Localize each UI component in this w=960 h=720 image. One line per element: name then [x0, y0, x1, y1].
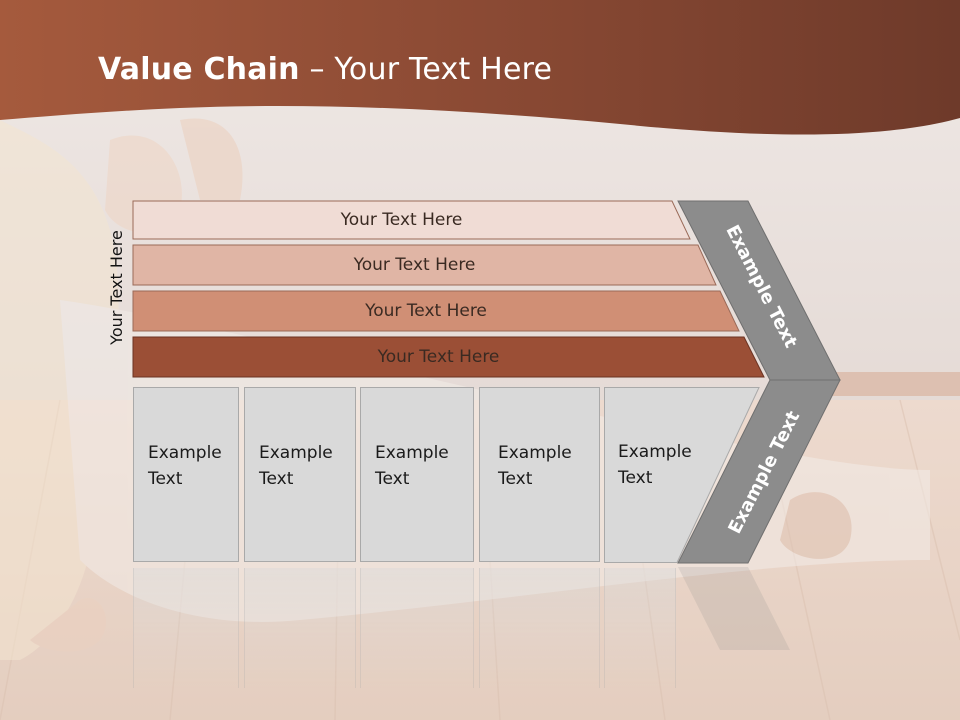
box-3-reflection — [360, 568, 474, 688]
box-2-line1: Example — [259, 443, 333, 463]
box-4: Example Text — [479, 387, 600, 562]
title-bold: Value Chain — [98, 52, 300, 87]
bar-shape-2 — [132, 244, 717, 286]
bar-shape-1 — [132, 200, 691, 240]
box-1-line2: Text — [148, 469, 183, 489]
header-band — [0, 0, 960, 135]
box-1-line1: Example — [148, 443, 222, 463]
box-3-line1: Example — [375, 443, 449, 463]
bar-2-label: Your Text Here — [353, 255, 476, 275]
chevron-reflection — [678, 567, 790, 650]
slide-title: Value Chain – Your Text Here — [98, 52, 552, 87]
deck-rail — [820, 372, 960, 396]
box-2-reflection — [244, 568, 356, 688]
bar-shape-4 — [132, 336, 765, 378]
box-3: Example Text — [360, 387, 474, 562]
title-rest: – Your Text Here — [299, 52, 553, 87]
bar-3-label: Your Text Here — [365, 301, 487, 321]
box-2: Example Text — [244, 387, 356, 562]
box-4-line2: Text — [498, 469, 533, 489]
box-4-line1: Example — [498, 443, 572, 463]
box-1: Example Text — [133, 387, 239, 562]
chevron-lower — [677, 379, 841, 564]
bar-3: Your Text Here — [133, 292, 739, 330]
bar-4: Your Text Here — [133, 338, 764, 376]
box-5-reflection — [604, 568, 676, 688]
bar-shape-3 — [132, 290, 740, 332]
bar-4-label: Your Text Here — [377, 347, 500, 367]
bar-2: Your Text Here — [133, 246, 716, 284]
box-3-line2: Text — [375, 469, 410, 489]
bar-1-label: Your Text Here — [340, 210, 463, 230]
box-2-line2: Text — [259, 469, 294, 489]
box-5-line2: Text — [618, 468, 653, 488]
box-5: Example Text — [618, 439, 692, 491]
box-5-shape — [604, 387, 760, 563]
box-5-line1: Example — [618, 442, 692, 462]
box-1-reflection — [133, 568, 239, 688]
bar-1: Your Text Here — [133, 201, 690, 239]
box-4-reflection — [479, 568, 600, 688]
